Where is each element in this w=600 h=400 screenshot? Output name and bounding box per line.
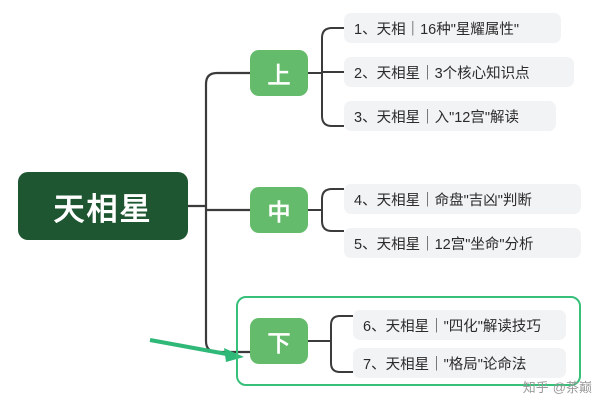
watermark: 知乎 @茶巅	[523, 377, 592, 396]
leaf-node[interactable]: 5、天相星｜12宫"坐命"分析	[344, 228, 581, 258]
root-node-label: 天相星	[53, 191, 153, 227]
branch-node-lower-label: 下	[267, 330, 291, 356]
leaf-node-label: 5、天相星｜12宫"坐命"分析	[354, 236, 534, 253]
leaf-node[interactable]: 7、天相星｜"格局"论命法	[353, 348, 566, 378]
leaf-node[interactable]: 1、天相｜16种"星耀属性"	[344, 13, 561, 43]
branch-node-middle[interactable]: 中	[250, 187, 308, 233]
zhihu-logo-icon: 知乎	[522, 380, 549, 395]
leaf-node[interactable]: 3、天相星｜入"12宫"解读	[344, 101, 556, 131]
leaf-node-label: 4、天相星｜命盘"吉凶"判断	[354, 192, 532, 209]
branch-node-middle-label: 中	[267, 199, 291, 225]
branch-node-upper-label: 上	[267, 62, 291, 88]
leaf-node[interactable]: 6、天相星｜"四化"解读技巧	[353, 310, 566, 340]
leaf-node-label: 3、天相星｜入"12宫"解读	[354, 109, 519, 126]
leaf-node-label: 7、天相星｜"格局"论命法	[363, 356, 527, 373]
leaf-node[interactable]: 4、天相星｜命盘"吉凶"判断	[344, 184, 581, 214]
root-node[interactable]: 天相星	[18, 172, 188, 240]
branch-node-upper[interactable]: 上	[250, 50, 308, 96]
leaf-node-label: 1、天相｜16种"星耀属性"	[354, 21, 519, 38]
branch-node-lower[interactable]: 下	[250, 318, 308, 364]
leaf-node[interactable]: 2、天相星｜3个核心知识点	[344, 57, 574, 87]
leaf-node-label: 2、天相星｜3个核心知识点	[354, 65, 530, 82]
watermark-author: @茶巅	[552, 380, 592, 395]
leaf-node-label: 6、天相星｜"四化"解读技巧	[363, 318, 541, 335]
